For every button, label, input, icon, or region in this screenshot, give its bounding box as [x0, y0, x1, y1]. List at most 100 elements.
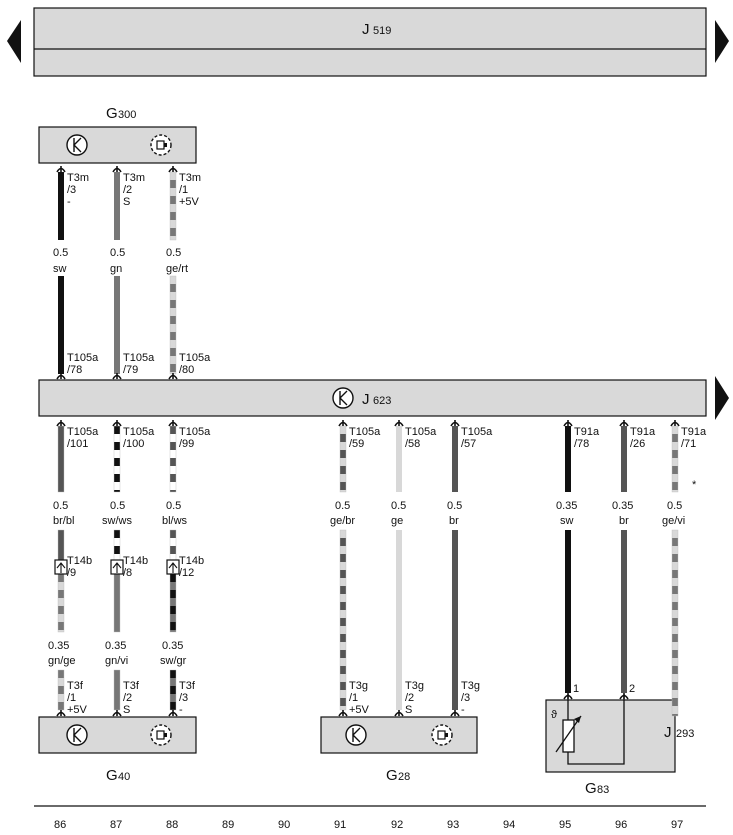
grid-number: 95 [559, 819, 571, 831]
g83-label-name: G [585, 780, 597, 797]
lower-wire-labels: T105a /101 0.5 br/bl T14b /9 0.35 gn/ge … [48, 426, 707, 716]
g40-label-sub: 40 [118, 771, 130, 783]
pin-label: /100 [123, 438, 144, 450]
j293-label-sub: 293 [676, 728, 694, 740]
pin-label: T91a [574, 426, 600, 438]
svg-text:ϑ: ϑ [551, 709, 557, 721]
wire-segment [565, 426, 571, 492]
pin-label: /26 [630, 438, 645, 450]
pin-label: S [123, 704, 130, 716]
pin-label: T91a [681, 426, 707, 438]
pin-label: S [405, 704, 412, 716]
grid-number: 94 [503, 819, 515, 831]
grid-number: 90 [278, 819, 290, 831]
wire-segment [671, 425, 679, 493]
wire-segment [339, 425, 347, 493]
pin-label: T3m [179, 172, 201, 184]
wire-size: 0.35 [105, 640, 126, 652]
pin-label: T105a [405, 426, 437, 438]
wire-size: 0.5 [110, 247, 125, 259]
ground-k-icon [66, 724, 88, 746]
pin-label: /3 [67, 184, 76, 196]
sensor-icon [150, 724, 172, 746]
pin-label: /3 [461, 692, 470, 704]
pin-label: /80 [179, 364, 194, 376]
wire-size: 0.5 [53, 247, 68, 259]
wire-segment [58, 276, 64, 374]
wire-size: 0.5 [447, 500, 462, 512]
wire-size: 0.35 [162, 640, 183, 652]
pin-label: T3f [123, 680, 140, 692]
nav-right-arrow-icon[interactable] [715, 20, 729, 63]
g83-component: ϑ G 83 [545, 694, 676, 797]
connector-label: T14b [67, 555, 92, 567]
pin-label: /2 [123, 184, 132, 196]
pin-label: /2 [123, 692, 132, 704]
wire-segment [113, 573, 121, 633]
pin-label: +5V [179, 196, 200, 208]
wire-segment [396, 530, 402, 710]
wire-color: ge [391, 515, 403, 527]
wire-size: 0.5 [166, 500, 181, 512]
j623-component: J 623 [38, 379, 707, 417]
pin-label: T105a [123, 352, 155, 364]
pin-label: 2 [629, 683, 635, 695]
j519-label-name: J [362, 21, 370, 38]
pin-label: S [123, 196, 130, 208]
pin-label: +5V [349, 704, 370, 716]
wire-color: br [449, 515, 459, 527]
wire-size: 0.35 [556, 500, 577, 512]
grid-number: 88 [166, 819, 178, 831]
wire-segment [169, 275, 177, 375]
nav-right-arrow-icon-main[interactable] [715, 376, 729, 420]
wire-segment [621, 530, 627, 693]
j519-label-sub: 519 [373, 25, 391, 37]
wire-color: ge/rt [166, 263, 188, 275]
pin-label: /78 [574, 438, 589, 450]
wire-color: gn/vi [105, 655, 128, 667]
wire-color: br [619, 515, 629, 527]
grid-number: 89 [222, 819, 234, 831]
pin-label: /99 [179, 438, 194, 450]
j623-label-sub: 623 [373, 395, 391, 407]
sensor-icon [431, 724, 453, 746]
wire-size: 0.5 [110, 500, 125, 512]
wire-size: 0.5 [391, 500, 406, 512]
grid-number: 96 [615, 819, 627, 831]
wire-segment [452, 530, 458, 710]
g28-label-sub: 28 [398, 771, 410, 783]
g300-label-name: G [106, 105, 118, 122]
pin-label: T3g [461, 680, 480, 692]
grid-number: 97 [671, 819, 683, 831]
pin-label: T3g [349, 680, 368, 692]
footnote-asterisk: * [692, 479, 697, 491]
connector-label: /8 [123, 567, 132, 579]
wire-segment [169, 573, 177, 633]
wire-size: 0.5 [335, 500, 350, 512]
wire-segment [58, 172, 64, 240]
pin-label: T3m [123, 172, 145, 184]
g83-label-sub: 83 [597, 784, 609, 796]
wire-segment [113, 425, 121, 493]
pin-label: T3m [67, 172, 89, 184]
wire-size: 0.5 [166, 247, 181, 259]
wire-color: br/bl [53, 515, 74, 527]
pin-label: /59 [349, 438, 364, 450]
wire-segment [396, 426, 402, 492]
g300-label-sub: 300 [118, 109, 136, 121]
pin-label: /71 [681, 438, 696, 450]
pin-label: /101 [67, 438, 88, 450]
nav-left-arrow-icon[interactable] [7, 20, 21, 63]
wire-color: bl/ws [162, 515, 188, 527]
wire-size: 0.5 [53, 500, 68, 512]
pin-label: /3 [179, 692, 188, 704]
grid-numbers: 86 87 88 89 90 91 92 93 94 95 96 97 [54, 819, 683, 831]
pin-label: T105a [179, 352, 211, 364]
g28-label-name: G [386, 767, 398, 784]
g40-label-name: G [106, 767, 118, 784]
wire-size: 0.35 [48, 640, 69, 652]
wire-color: sw [53, 263, 67, 275]
wire-segment [169, 529, 177, 561]
ground-k-icon [332, 387, 354, 409]
